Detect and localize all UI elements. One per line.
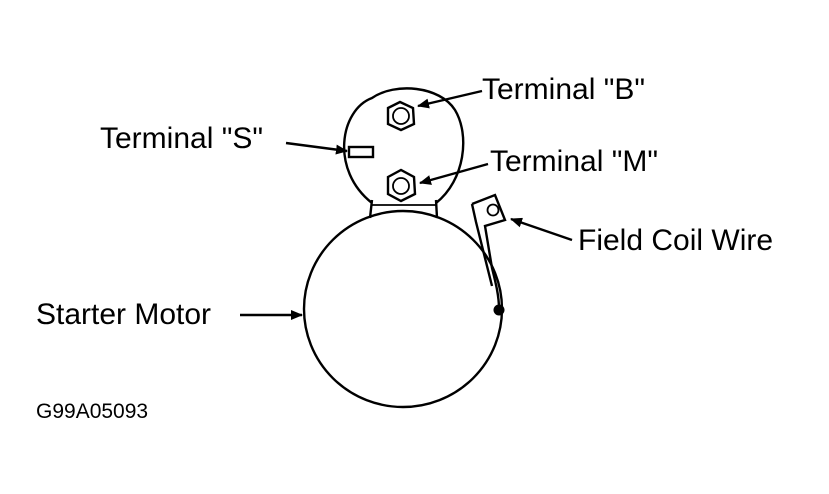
terminal-b-label: Terminal "B" [482,73,645,106]
starter-motor-label: Starter Motor [36,298,211,331]
terminal-m-label: Terminal "M" [490,145,658,178]
terminal-s-arrow [285,141,348,155]
terminal-b-nut [386,100,416,132]
terminal-b-arrow [417,89,483,109]
field-coil-wire-label: Field Coil Wire [578,224,773,257]
terminal-m-arrow [419,162,489,185]
terminal-s-spade [347,145,375,159]
terminal-s-label: Terminal "S" [100,122,263,155]
figure-code: G99A05093 [36,400,148,423]
field-coil-strap [470,193,507,316]
field-coil-wire-arrow [510,217,573,242]
terminal-m-nut [386,168,417,203]
starter-motor-body [302,209,504,409]
